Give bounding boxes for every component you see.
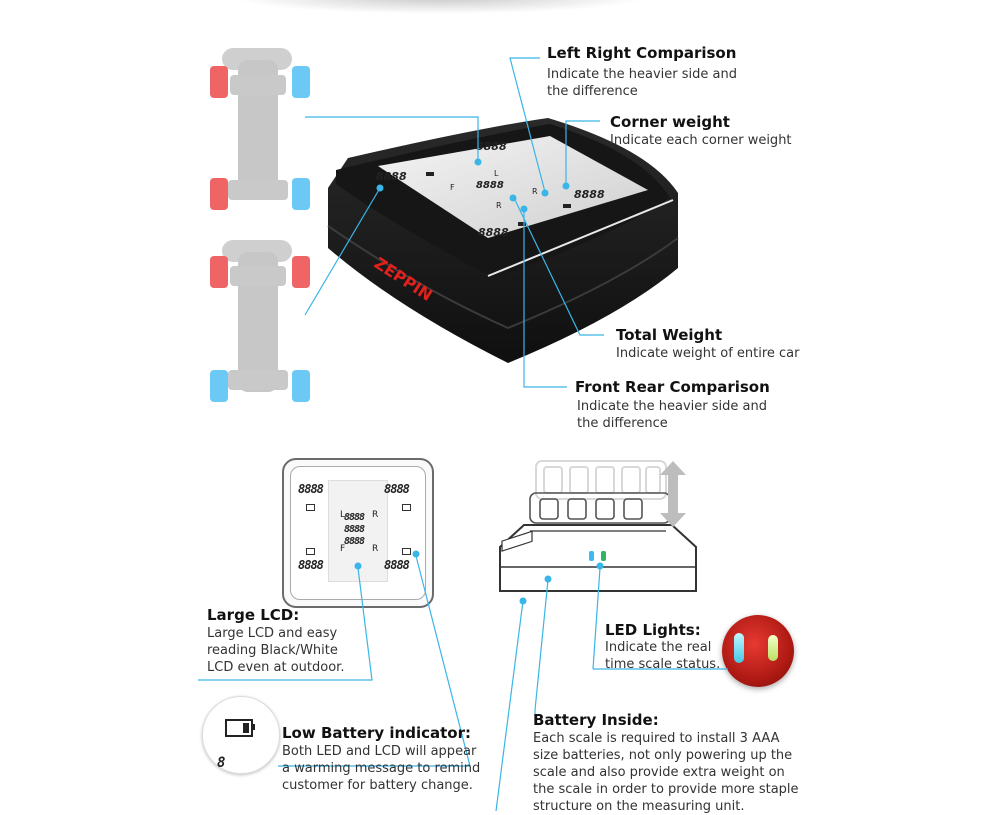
device-lbl-f: F [450, 183, 455, 192]
lcd-label-f: F [340, 544, 346, 554]
lcd-battery-icon-rr [402, 548, 411, 555]
front-rear-desc-2: the difference [577, 416, 668, 431]
device-lcd-right: 8888 [574, 188, 605, 201]
left-right-desc-2: the difference [547, 84, 638, 99]
scale-device: ZEPPIN 8888 8888 8888 8888 8888 L F R R [327, 118, 679, 363]
battery-inside-desc-2: size batteries, not only powering up the [533, 748, 793, 763]
lcd-fr-digits: 8888 [384, 482, 410, 496]
large-lcd-desc-1: Large LCD and easy [207, 626, 338, 641]
scale-outline-diagram [499, 460, 697, 592]
up-down-arrow [660, 461, 686, 527]
lcd-fl-digits: 8888 [298, 482, 324, 496]
lcd-total-digits: 8888 [344, 524, 365, 535]
device-lcd-bottom: 8888 [478, 226, 509, 239]
large-lcd-title: Large LCD: [207, 606, 300, 624]
device-lcd-top: 8888 [476, 140, 507, 153]
wheel-rear-right [292, 178, 310, 210]
front-rear-desc-1: Indicate the heavier side and [577, 399, 767, 414]
low-battery-badge: 8 [202, 696, 280, 774]
low-battery-title: Low Battery indicator: [282, 724, 471, 742]
large-lcd-desc-3: LCD even at outdoor. [207, 660, 345, 675]
wheel-front-left-2 [210, 256, 228, 288]
device-lbl-r2: R [496, 201, 502, 210]
low-battery-digits: 8 [217, 755, 226, 771]
lcd-rl-digits: 8888 [298, 558, 324, 572]
large-lcd-desc-2: reading Black/White [207, 643, 338, 658]
total-weight-desc: Indicate weight of entire car [616, 346, 800, 361]
led-lights-desc: Indicate the real time scale status. [605, 639, 720, 673]
lcd-label-r2: R [372, 544, 379, 554]
wheel-rear-left-2 [210, 370, 228, 402]
battery-inside-desc-5: structure on the measuring unit. [533, 799, 745, 814]
left-right-title: Left Right Comparison [547, 44, 737, 62]
wheel-front-left [210, 66, 228, 98]
led-blue [589, 551, 594, 561]
device-lbl-l: L [494, 169, 499, 178]
low-battery-desc: Both LED and LCD will appear a warming m… [282, 743, 480, 794]
device-lbl-r: R [532, 187, 538, 196]
lcd-panel: 8888 8888 8888 8888 8888 8888 8888 L R F… [282, 458, 434, 608]
led-lights-desc-1: Indicate the real [605, 640, 712, 655]
front-rear-title: Front Rear Comparison [575, 378, 770, 396]
lcd-battery-icon-fr [402, 504, 411, 511]
led-photo-green [768, 635, 778, 661]
wheel-rear-left [210, 178, 228, 210]
total-weight-title: Total Weight [616, 326, 723, 344]
lcd-battery-icon-rl [306, 548, 315, 555]
lcd-fr-comp-digits: 8888 [344, 536, 365, 547]
lcd-battery-icon-fl [306, 504, 315, 511]
left-right-desc-1: Indicate the heavier side and [547, 67, 737, 82]
device-lcd-center: 8888 [476, 180, 504, 191]
large-lcd-desc: Large LCD and easy reading Black/White L… [207, 625, 344, 676]
low-battery-desc-2: a warming message to remind [282, 761, 481, 776]
car-bottom-silhouette [210, 240, 310, 402]
lcd-label-r: R [372, 510, 379, 520]
device-lcd-left: 8888 [376, 170, 407, 183]
wheel-front-right-2 [292, 256, 310, 288]
led-photo-blue [734, 633, 744, 663]
low-battery-desc-1: Both LED and LCD will appear [282, 744, 477, 759]
car-top-silhouette [210, 48, 310, 210]
battery-inside-desc-3: scale and also provide extra weight on [533, 765, 785, 780]
battery-inside-desc-4: the scale in order to provide more stapl… [533, 782, 799, 797]
lcd-label-l: L [340, 510, 346, 520]
left-right-desc: Indicate the heavier side and the differ… [547, 66, 737, 100]
led-photo [722, 615, 794, 687]
car-diagram [210, 48, 310, 402]
lcd-rr-digits: 8888 [384, 558, 410, 572]
battery-inside-title: Battery Inside: [533, 711, 659, 729]
led-green [601, 551, 606, 561]
wheel-front-right [292, 66, 310, 98]
corner-weight-title: Corner weight [610, 113, 730, 131]
led-lights-desc-2: time scale status. [605, 657, 721, 672]
callout-lines-bottom [198, 550, 728, 811]
lcd-lr-digits: 8888 [344, 512, 365, 523]
battery-inside-desc: Each scale is required to install 3 AAA … [533, 730, 799, 815]
callout-lines-top [304, 57, 604, 388]
corner-weight-desc: Indicate each corner weight [610, 133, 792, 148]
low-battery-desc-3: customer for battery change. [282, 778, 473, 793]
battery-inside-desc-1: Each scale is required to install 3 AAA [533, 731, 780, 746]
led-lights-title: LED Lights: [605, 621, 701, 639]
top-shadow [230, 0, 650, 14]
front-rear-desc: Indicate the heavier side and the differ… [577, 398, 767, 432]
wheel-rear-right-2 [292, 370, 310, 402]
